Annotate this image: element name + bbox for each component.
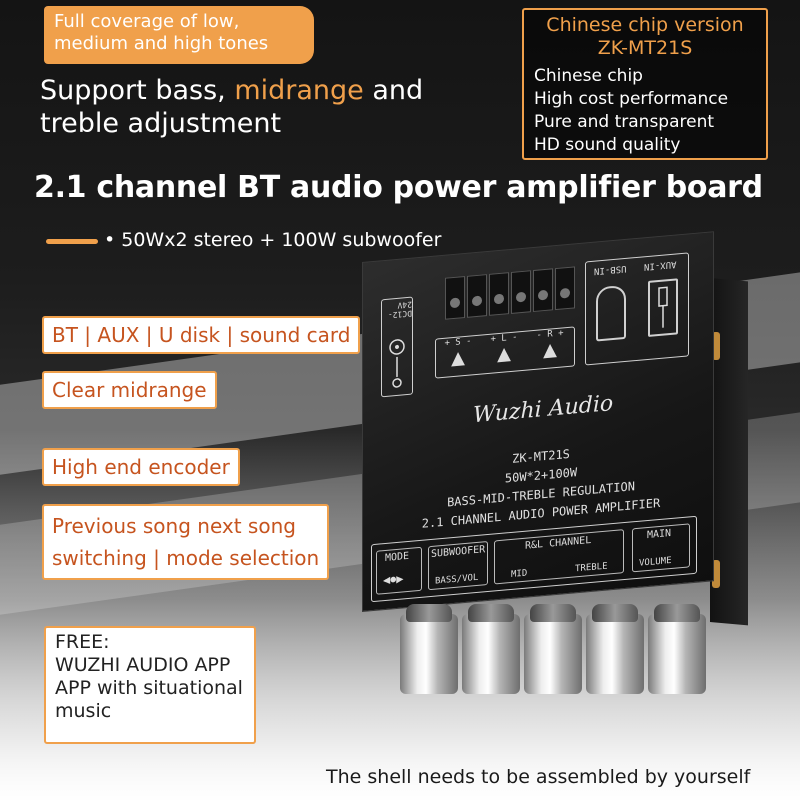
free-app-box: FREE: WUZHI AUDIO APP APP with situation… [44, 626, 256, 744]
prev-play-next-icon: ◀⏺▶ [383, 571, 404, 588]
treble-label: TREBLE [575, 561, 608, 575]
treble-knob[interactable] [586, 604, 644, 694]
chip-feature: Pure and transparent [534, 112, 715, 132]
headline-prefix: Support bass, [40, 75, 235, 106]
feature-label-inputs: BT | AUX | U disk | sound card [42, 316, 361, 354]
chip-feature-list: Chinese chip High cost performance Pure … [534, 65, 728, 157]
tones-tag-line2: medium and high tones [54, 33, 269, 54]
terminal [445, 275, 465, 320]
subwoofer-label: SUBWOOFER [431, 544, 486, 560]
board-ribbon-cable [712, 332, 720, 360]
speaker-terminal-block [445, 266, 575, 325]
shell-assembly-note: The shell needs to be assembled by yours… [326, 766, 751, 788]
dc-input-label: DC12-24V [387, 299, 412, 320]
free-line4: music [55, 700, 112, 722]
aux-port-icon [648, 278, 678, 337]
speaker-r-label: - R + [536, 328, 564, 341]
free-line2: WUZHI AUDIO APP [55, 654, 231, 676]
tones-tag: Full coverage of low, medium and high to… [44, 6, 314, 64]
amplifier-board: DC12-24V + S -▲ + L -▲ - R +▲ USB-IN AUX… [362, 231, 714, 613]
dc-jack-icon [389, 339, 405, 388]
chip-title-line1: Chinese chip version [546, 14, 744, 36]
usb-port-icon [596, 284, 626, 342]
subtitle-accent-bar [46, 239, 98, 244]
bass-volume-knob[interactable] [400, 604, 458, 694]
dc-input-panel: DC12-24V [381, 296, 413, 398]
usb-in-label: USB-IN [594, 262, 627, 276]
subwoofer-knob[interactable] [462, 604, 520, 694]
free-line1: FREE: [55, 631, 110, 653]
volume-label: VOLUME [639, 555, 672, 569]
feature-switching-line2: switching | mode selection [52, 546, 320, 570]
mid-label: MID [511, 568, 528, 580]
feature-switching-line1: Previous song next song [52, 514, 296, 538]
rl-channel-control-box: R&L CHANNEL MID TREBLE [494, 529, 624, 585]
speaker-l-label: + L - [490, 332, 518, 345]
knob-row [400, 604, 720, 700]
terminal [489, 272, 509, 316]
mode-control-box: MODE ◀⏺▶ [376, 546, 422, 595]
speaker-r-icon: - R +▲ [532, 328, 568, 367]
mode-label: MODE [385, 550, 410, 564]
chip-feature: HD sound quality [534, 135, 681, 155]
main-volume-knob[interactable] [648, 604, 706, 694]
main-title: 2.1 channel BT audio power amplifier boa… [34, 170, 763, 205]
power-subtitle: • 50Wx2 stereo + 100W subwoofer [104, 229, 442, 251]
aux-in-label: AUX-IN [644, 258, 677, 272]
main-control-box: MAIN VOLUME [632, 523, 690, 573]
free-line3: APP with situational [55, 677, 243, 699]
terminal [555, 266, 575, 311]
mid-knob[interactable] [524, 604, 582, 694]
chip-version-title: Chinese chip version ZK-MT21S [524, 14, 766, 60]
speaker-s-label: + S - [444, 336, 472, 349]
chip-feature: High cost performance [534, 89, 729, 109]
headline-suffix: and [363, 75, 424, 106]
aux-jack-icon [658, 286, 668, 328]
rl-channel-label: R&L CHANNEL [525, 534, 592, 552]
terminal [511, 270, 531, 314]
brand-logo: Wuzhi Audio [473, 391, 614, 429]
terminal [467, 274, 487, 318]
speaker-s-icon: + S -▲ [440, 336, 476, 375]
chip-title-line2: ZK-MT21S [597, 37, 693, 59]
feature-label-midrange: Clear midrange [42, 371, 217, 409]
speaker-l-icon: + L -▲ [486, 332, 522, 371]
board-ribbon-cable [712, 560, 720, 588]
feature-label-encoder: High end encoder [42, 448, 240, 486]
input-port-panel: USB-IN AUX-IN [585, 252, 689, 366]
adjustment-headline: Support bass, midrange and treble adjust… [40, 74, 423, 140]
main-label: MAIN [647, 527, 672, 542]
headline-highlight: midrange [234, 75, 364, 106]
headline-line2: treble adjustment [40, 108, 282, 139]
bass-vol-label: BASS/VOL [435, 572, 479, 587]
terminal [533, 268, 553, 313]
speaker-output-panel: + S -▲ + L -▲ - R +▲ [435, 326, 575, 379]
chip-version-box: Chinese chip version ZK-MT21S Chinese ch… [522, 8, 768, 160]
feature-label-switching: Previous song next song switching | mode… [42, 504, 330, 580]
subwoofer-control-box: SUBWOOFER BASS/VOL [428, 540, 488, 591]
chip-feature: Chinese chip [534, 66, 643, 86]
tones-tag-line1: Full coverage of low, [54, 11, 240, 32]
